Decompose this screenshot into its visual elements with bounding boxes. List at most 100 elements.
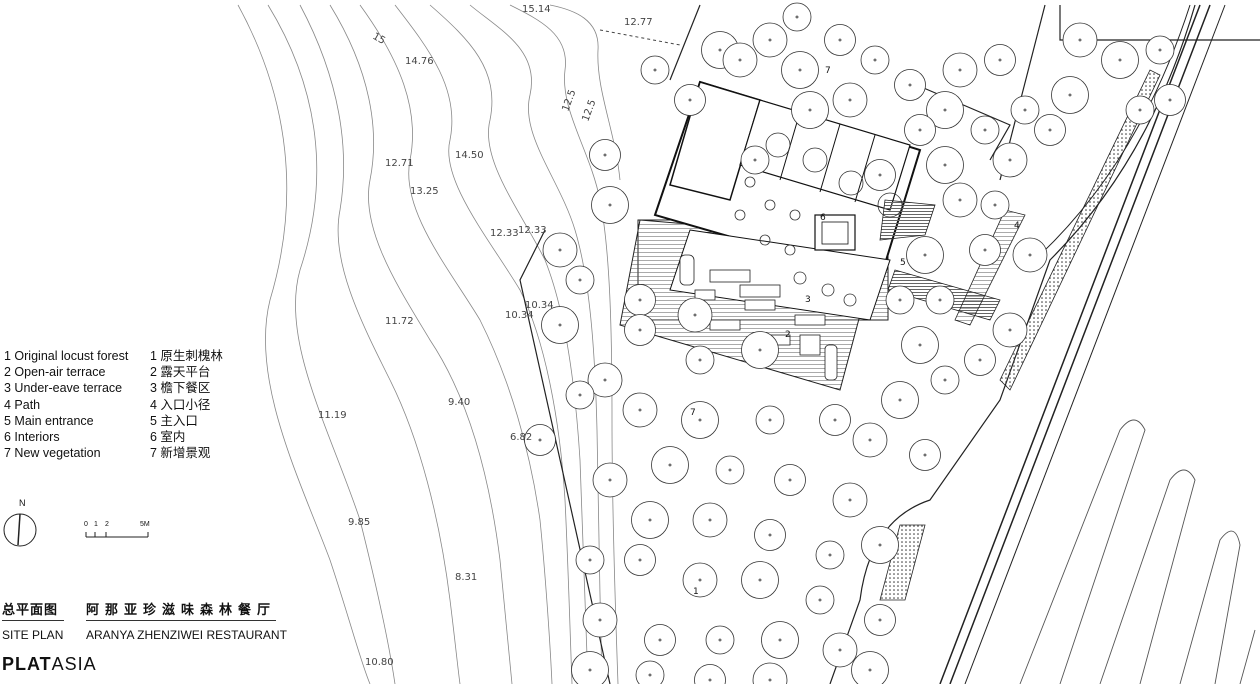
tree-trunk (798, 68, 802, 72)
brand-logo: PLATASIA (2, 654, 97, 675)
tree-trunk (873, 58, 877, 62)
landscape-loops (1019, 419, 1256, 684)
contour-lines (237, 4, 621, 684)
tree-trunk (728, 468, 732, 472)
elevation-label: 8.31 (455, 572, 477, 583)
tree-trunk (1118, 58, 1122, 62)
zone-number: 6 (820, 213, 826, 223)
tree-trunk (918, 128, 922, 132)
tree-trunk (758, 578, 762, 582)
tree-trunk (648, 518, 652, 522)
tree-trunk (778, 638, 782, 642)
tree-trunk (983, 248, 987, 252)
tree-trunk (768, 678, 772, 682)
tree-trunk (878, 618, 882, 622)
tree-trunk (898, 298, 902, 302)
elevation-label: 14.76 (405, 56, 434, 67)
zone-number: 1 (693, 587, 699, 597)
plan-title-zh: 总平面图 (2, 602, 59, 617)
elevation-label: 14.50 (455, 150, 484, 161)
north-label: N (19, 498, 26, 508)
elevation-label: 10.34 (525, 300, 554, 311)
trees (524, 2, 1186, 684)
tree-trunk (718, 638, 722, 642)
tree-trunk (603, 153, 607, 157)
tree-trunk (693, 313, 697, 317)
tree-trunk (1028, 253, 1032, 257)
brand-part1: PLAT (2, 654, 52, 674)
tree-trunk (868, 438, 872, 442)
dashed-line (599, 29, 681, 46)
tree-trunk (908, 83, 912, 87)
north-arrow-icon (3, 513, 37, 547)
tree-trunk (788, 478, 792, 482)
tree-trunk (768, 418, 772, 422)
zone-number: 5 (900, 258, 906, 268)
tree-trunk (848, 98, 852, 102)
elevation-label: 12.71 (385, 158, 414, 169)
elevation-label: 12.33 (518, 225, 547, 236)
tree-trunk (638, 558, 642, 562)
tree-trunk (1048, 128, 1052, 132)
brand-part2: ASIA (51, 654, 97, 674)
tree-trunk (588, 668, 592, 672)
tree-canopy (635, 660, 665, 684)
elevation-label: 9.85 (348, 517, 370, 528)
tree-trunk (958, 198, 962, 202)
tree-trunk (938, 298, 942, 302)
tree-trunk (738, 58, 742, 62)
elevation-label: 11.19 (318, 410, 347, 421)
tree-canopy (851, 651, 889, 684)
elevation-label: 12.5 (580, 98, 598, 123)
scale-label: 5M (140, 521, 150, 528)
zone-number: 7 (825, 66, 831, 76)
tree-trunk (1078, 38, 1082, 42)
tree-trunk (608, 203, 612, 207)
elevation-label: 10.80 (365, 657, 394, 668)
project-title-zh: 阿那亚珍滋味森林餐厅 (86, 602, 277, 617)
tree-trunk (943, 163, 947, 167)
tree-trunk (653, 68, 657, 72)
tree-canopy (571, 651, 609, 684)
tree-trunk (708, 678, 712, 682)
tree-trunk (688, 98, 692, 102)
scale-label: 2 (105, 521, 109, 528)
tree-trunk (578, 393, 582, 397)
tree-trunk (1068, 93, 1072, 97)
tree-canopy (752, 662, 788, 684)
tree-trunk (588, 558, 592, 562)
tree-trunk (603, 378, 607, 382)
scale-label: 0 (84, 521, 88, 528)
elevation-label: 15 (371, 31, 388, 47)
tree-trunk (1008, 328, 1012, 332)
zone-number: 3 (805, 295, 811, 305)
elevation-label: 12.77 (624, 17, 653, 28)
tree-trunk (768, 533, 772, 537)
tree-trunk (918, 343, 922, 347)
elevation-label: 9.40 (448, 397, 470, 408)
elevation-label: 6.82 (510, 432, 532, 443)
elevation-label: 12.33 (490, 228, 519, 239)
elevation-label: 13.25 (410, 186, 439, 197)
tree-trunk (898, 398, 902, 402)
tree-trunk (818, 598, 822, 602)
tree-trunk (838, 648, 842, 652)
tree-canopy (694, 664, 726, 684)
title-rule (2, 620, 64, 621)
tree-trunk (878, 543, 882, 547)
scale-label: 1 (94, 521, 98, 528)
tree-trunk (978, 358, 982, 362)
tree-trunk (698, 358, 702, 362)
tree-trunk (958, 68, 962, 72)
tree-trunk (838, 38, 842, 42)
tree-trunk (558, 248, 562, 252)
tree-trunk (923, 253, 927, 257)
